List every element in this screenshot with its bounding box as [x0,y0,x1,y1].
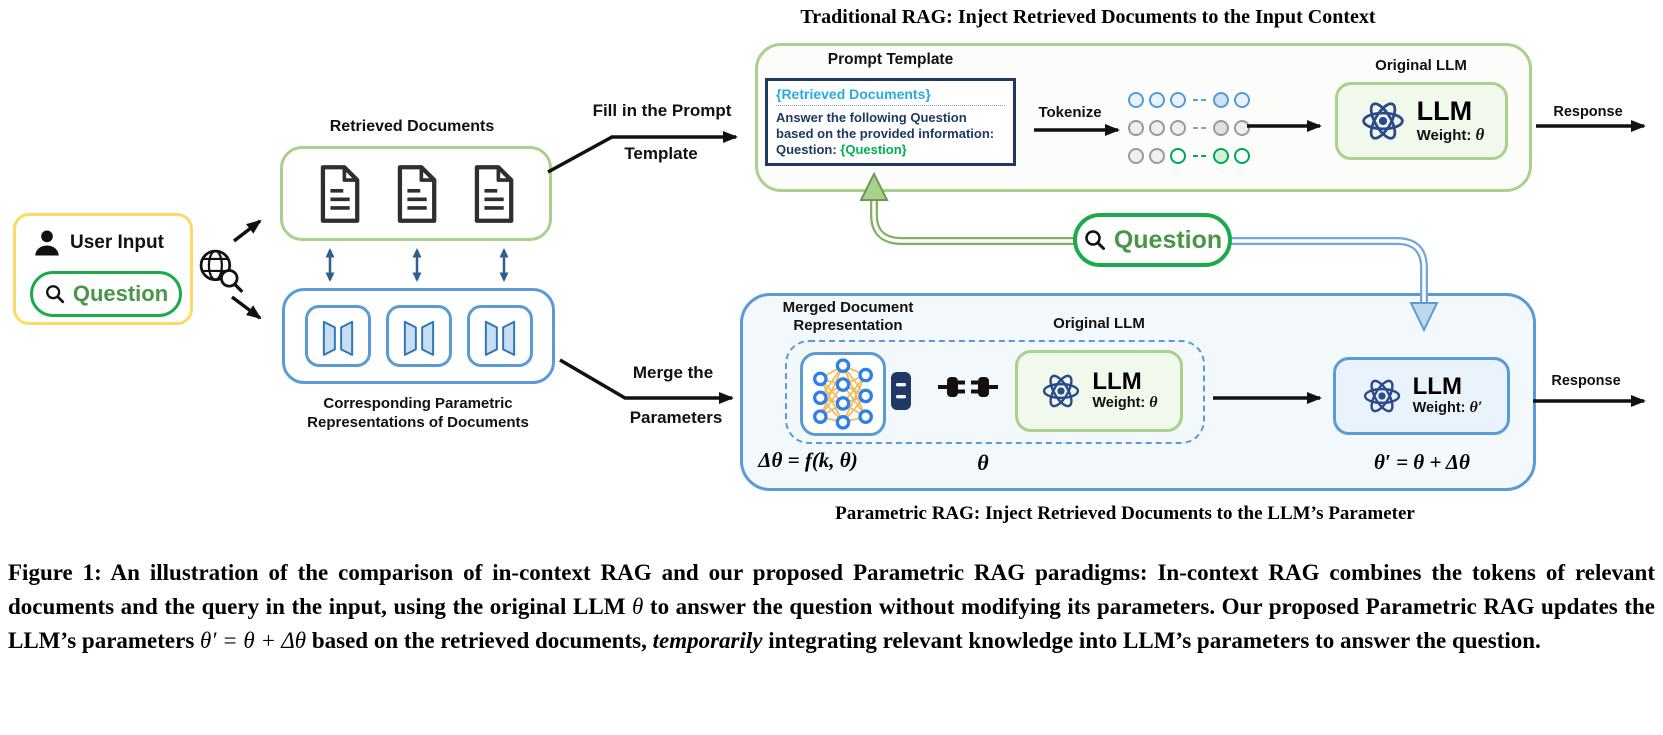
retrieved-documents-label: Retrieved Documents [329,118,495,135]
token-dot [1213,148,1229,164]
formula-theta: θ [977,450,989,475]
prompt-template-title: Prompt Template [827,51,954,68]
fill-prompt-label-line2: Template [624,144,698,163]
neural-network-icon [813,358,873,430]
question-pill: Question [30,271,182,317]
parametric-representations-label: Corresponding Parametric Representations… [307,394,529,432]
atom-icon [1043,374,1080,408]
weight-label: Weight: [1416,126,1476,144]
original-llm-box-top: LLM Weight: θ [1335,82,1508,160]
parametric-rag-title: Parametric RAG: Inject Retrieved Documen… [835,503,1415,524]
token-dot [1149,120,1165,136]
instruction-token-row [1128,120,1250,136]
token-dot [1128,92,1144,108]
prompt-divider [776,105,1005,106]
weight-label: Weight: [1092,395,1150,411]
theta-prime-symbol: θ′ [1469,399,1483,416]
token-dot [1213,120,1229,136]
question-badge-label: Question [1113,225,1223,254]
merge-dashed-box [785,340,1205,444]
original-llm-box-bottom: LLM Weight: θ [1015,350,1183,432]
prompt-question-line: Question: {Question} [776,142,1005,158]
figure-caption: Figure 1: An illustration of the compari… [8,560,1655,653]
arrow-search-to-documents [232,219,262,243]
atom-icon [1361,102,1404,140]
parametric-representation-icon [304,305,371,367]
arrow-search-to-parametric [230,295,262,320]
question-to-prompt-tube [870,198,1076,245]
user-input-label: User Input [70,232,164,253]
plug-connector-icon [938,377,998,397]
token-dot [1128,148,1144,164]
neural-network-box [800,352,886,436]
document-icon [474,164,513,223]
token-dot [1234,120,1250,136]
fill-prompt-label-line1: Fill in the Prompt [592,101,732,120]
atom-icon [1363,379,1400,413]
merge-parameters-label-line1: Merge the [632,363,714,382]
formula-theta-update: θ′ = θ + Δθ [1374,450,1470,474]
question-token-row [1128,148,1250,164]
tokenize-label: Tokenize [1038,104,1102,121]
merge-parameters-label-line2: Parameters [629,408,723,427]
retrieved-documents-placeholder: {Retrieved Documents} [776,86,931,102]
theta-symbol: θ [1475,124,1485,144]
magnifier-icon [45,285,64,304]
response-label-bottom: Response [1551,373,1621,389]
token-dot [1170,92,1186,108]
token-dot [1170,120,1186,136]
original-llm-label-top: Original LLM [1375,57,1467,74]
llm-name-bottom: LLM [1092,368,1142,395]
merged-label-line1: Merged Document [782,299,914,316]
prompt-instruction-line2: based on the provided information: [776,126,995,141]
magnifier-icon [1085,230,1105,250]
token-dot [1213,92,1229,108]
prompt-instruction-line1: Answer the following Question [776,110,967,125]
document-icon [321,164,360,223]
parametric-reps-label-line1: Corresponding Parametric [323,395,513,412]
parametric-representation-icon [466,305,533,367]
traditional-rag-title: Traditional RAG: Inject Retrieved Docume… [800,6,1376,28]
web-search-icon [199,249,243,293]
formula-delta-theta: Δθ = f(k, θ) [758,448,858,472]
retrieved-documents-box [280,146,552,241]
parametric-representations-box [282,288,555,384]
token-dot [1128,120,1144,136]
user-icon [35,230,59,256]
response-label-top: Response [1553,104,1623,120]
token-dot [1234,92,1250,108]
token-dot [1234,148,1250,164]
token-dot [1149,92,1165,108]
token-dot [1170,148,1186,164]
updated-llm-box: LLM Weight: θ′ [1333,357,1510,435]
theta-symbol: θ [1149,394,1158,411]
parametric-representation-icon [385,305,452,367]
question-badge: Question [1073,213,1232,267]
llm-weight-bottom: Weight: θ [1092,394,1157,412]
weight-label: Weight: [1412,400,1470,416]
document-icon [397,164,437,223]
adapter-socket-icon [891,372,911,410]
llm-name-updated: LLM [1412,373,1462,400]
question-pill-label: Question [72,281,169,306]
document-token-row [1128,92,1250,108]
original-llm-label-bottom: Original LLM [1053,315,1145,332]
prompt-template-box: {Retrieved Documents} Answer the followi… [765,78,1016,166]
llm-name-top: LLM [1416,95,1473,126]
prompt-question-label: Question: [776,142,841,157]
llm-weight-top: Weight: θ [1417,125,1485,145]
merged-label-line2: Representation [793,317,903,334]
parametric-reps-label-line2: Representations of Documents [307,414,529,431]
merged-document-representation-label: Merged Document Representation [783,299,914,335]
token-dot [1149,148,1165,164]
prompt-question-placeholder: {Question} [840,142,907,157]
user-input-box: User Input Question [13,213,193,325]
llm-weight-updated: Weight: θ′ [1413,399,1483,417]
